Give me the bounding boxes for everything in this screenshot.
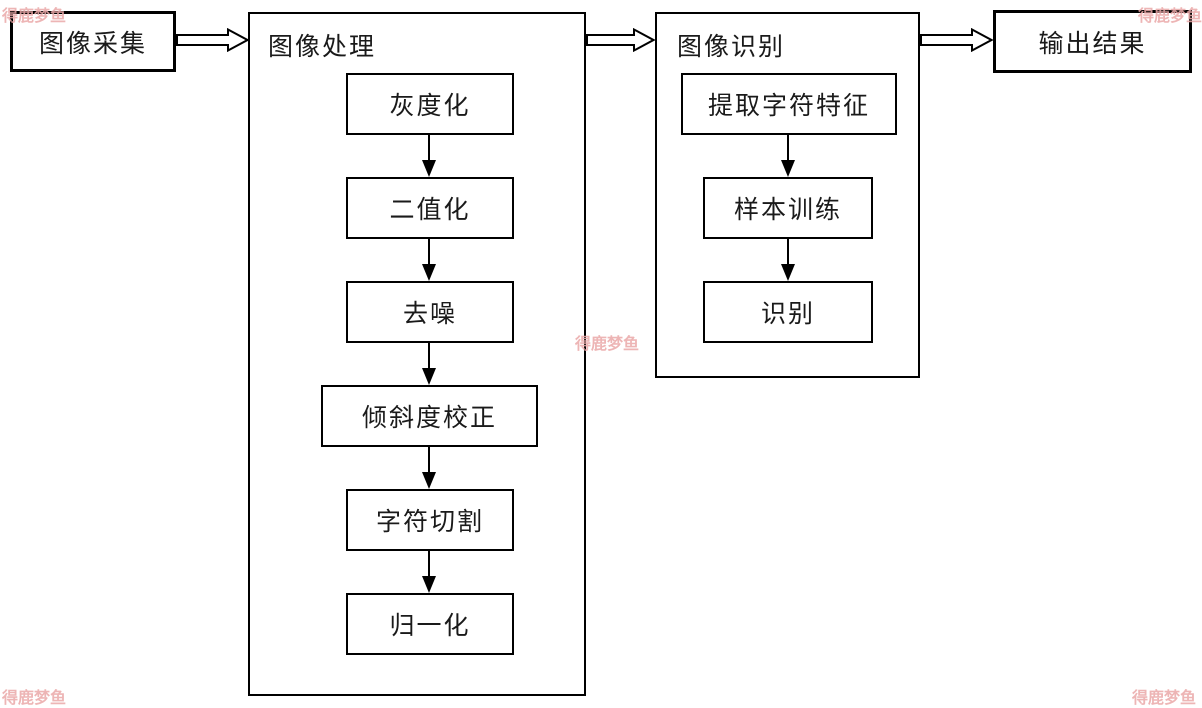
watermark-bottom-right: 得鹿梦鱼	[1132, 690, 1197, 707]
node-normalization-label: 归一化	[389, 613, 471, 640]
arrow-down-2-icon	[420, 239, 438, 281]
arrow-down-4-icon	[420, 447, 438, 489]
node-tilt-correction: 倾斜度校正	[321, 385, 538, 447]
node-sample-training: 样本训练	[703, 177, 873, 239]
watermark-bottom-left: 得鹿梦鱼	[2, 690, 67, 707]
node-grayscale: 灰度化	[346, 73, 514, 135]
node-feature-extraction-label: 提取字符特征	[707, 93, 870, 120]
arrow-down-7-icon	[779, 239, 797, 281]
node-character-segmentation-label: 字符切割	[375, 509, 484, 536]
node-character-segmentation: 字符切割	[346, 489, 514, 551]
node-sample-training-label: 样本训练	[733, 197, 842, 224]
node-feature-extraction: 提取字符特征	[681, 73, 897, 135]
node-output-result: 输出结果	[993, 10, 1192, 73]
node-denoise: 去噪	[346, 281, 514, 343]
node-image-capture-label: 图像采集	[38, 30, 147, 58]
node-image-capture: 图像采集	[10, 11, 176, 72]
flow-arrow-right-1-icon	[176, 27, 250, 53]
node-binarization-label: 二值化	[389, 197, 471, 224]
flow-arrow-right-2-icon	[586, 27, 656, 53]
arrow-down-1-icon	[420, 135, 438, 177]
node-denoise-label: 去噪	[402, 301, 457, 328]
node-binarization: 二值化	[346, 177, 514, 239]
flow-arrow-right-3-icon	[920, 27, 994, 53]
node-output-result-label: 输出结果	[1038, 30, 1147, 58]
node-grayscale-label: 灰度化	[389, 93, 471, 120]
node-recognition: 识别	[703, 281, 873, 343]
node-recognition-label: 识别	[760, 301, 815, 328]
arrow-down-3-icon	[420, 343, 438, 385]
group-image-recognition-label: 图像识别	[677, 34, 786, 61]
node-tilt-correction-label: 倾斜度校正	[361, 405, 497, 432]
arrow-down-6-icon	[779, 135, 797, 177]
group-image-processing-label: 图像处理	[268, 34, 377, 61]
arrow-down-5-icon	[420, 551, 438, 593]
node-normalization: 归一化	[346, 593, 514, 655]
